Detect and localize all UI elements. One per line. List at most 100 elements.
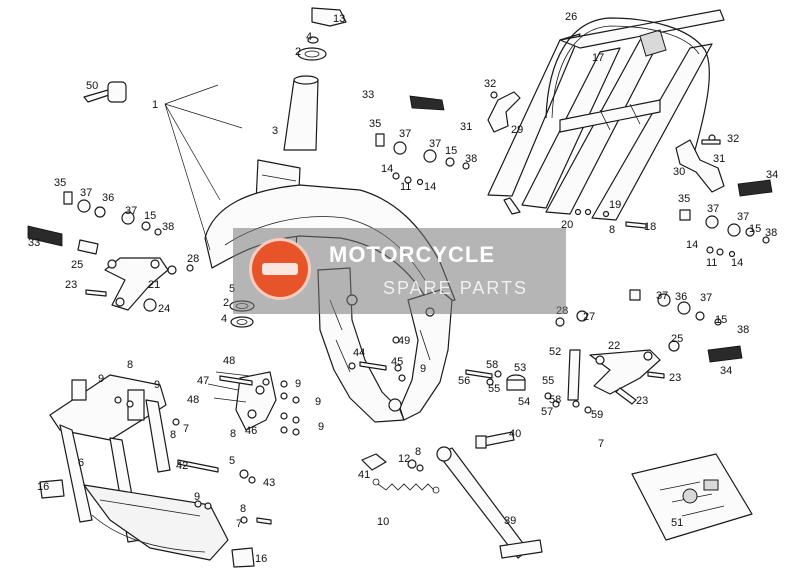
callout-32: 32 xyxy=(727,133,739,145)
callout-31: 31 xyxy=(713,153,725,165)
callout-10: 10 xyxy=(377,516,389,528)
callout-14: 14 xyxy=(731,257,743,269)
callout-39: 39 xyxy=(504,515,516,527)
callout-55: 55 xyxy=(542,375,554,387)
callout-13: 13 xyxy=(333,13,345,25)
callout-26: 26 xyxy=(565,11,577,23)
callout-24: 24 xyxy=(158,303,170,315)
callout-33: 33 xyxy=(362,89,374,101)
rubber-blocks-16 xyxy=(39,479,255,568)
callout-5: 5 xyxy=(229,455,235,467)
callout-45: 45 xyxy=(391,356,403,368)
callout-58: 58 xyxy=(486,359,498,371)
callout-33: 33 xyxy=(28,237,40,249)
callout-16: 16 xyxy=(255,553,267,565)
callout-labels: 1223445567778888889999999101111121314141… xyxy=(28,11,778,565)
callout-25: 25 xyxy=(71,259,83,271)
callout-37: 37 xyxy=(80,187,92,199)
callout-4: 4 xyxy=(306,31,312,43)
callout-42: 42 xyxy=(176,460,188,472)
callout-15: 15 xyxy=(749,223,761,235)
callout-21: 21 xyxy=(148,279,160,291)
callout-52: 52 xyxy=(549,346,561,358)
callout-18: 18 xyxy=(644,221,656,233)
callout-17: 17 xyxy=(592,52,604,64)
callout-37: 37 xyxy=(700,292,712,304)
callout-40: 40 xyxy=(509,428,521,440)
callout-37: 37 xyxy=(399,128,411,140)
rear-subframe xyxy=(487,9,725,221)
callout-23: 23 xyxy=(669,372,681,384)
footpeg-right-upper xyxy=(737,179,773,197)
footpeg-left xyxy=(27,225,63,247)
stand-pivot-bolt-40 xyxy=(475,431,515,449)
callout-37: 37 xyxy=(656,290,668,302)
callout-25: 25 xyxy=(671,333,683,345)
callout-49: 49 xyxy=(398,335,410,347)
callout-9: 9 xyxy=(194,491,200,503)
callout-2: 2 xyxy=(223,297,229,309)
callout-37: 37 xyxy=(737,211,749,223)
callout-9: 9 xyxy=(98,373,104,385)
callout-37: 37 xyxy=(429,138,441,150)
callout-8: 8 xyxy=(127,359,133,371)
footpeg-right-lower xyxy=(707,345,743,363)
callout-9: 9 xyxy=(154,379,160,391)
callout-6: 6 xyxy=(78,457,84,469)
callout-16: 16 xyxy=(37,481,49,493)
steering-tube-3 xyxy=(283,79,319,151)
callout-23: 23 xyxy=(65,279,77,291)
rear-bracket-left xyxy=(487,91,521,133)
callout-38: 38 xyxy=(765,227,777,239)
callout-29: 29 xyxy=(511,124,523,136)
callout-35: 35 xyxy=(369,118,381,130)
callout-19: 19 xyxy=(609,199,621,211)
callout-48: 48 xyxy=(187,394,199,406)
main-frame xyxy=(204,159,456,423)
footpeg-upper-left xyxy=(409,95,445,111)
hardware-bag xyxy=(631,453,753,541)
watermark-logo xyxy=(249,238,311,300)
callout-9: 9 xyxy=(315,396,321,408)
callout-8: 8 xyxy=(609,224,615,236)
callout-11: 11 xyxy=(706,257,717,269)
callout-15: 15 xyxy=(715,314,727,326)
callout-23: 23 xyxy=(636,395,648,407)
callout-15: 15 xyxy=(144,210,156,222)
leaders-label-1 xyxy=(164,84,243,251)
right-footpeg-bracket xyxy=(567,349,661,401)
callout-35: 35 xyxy=(678,193,690,205)
callout-56: 56 xyxy=(458,375,470,387)
callout-22: 22 xyxy=(608,340,620,352)
callout-36: 36 xyxy=(675,291,687,303)
stand-spring xyxy=(372,478,440,494)
callout-1: 1 xyxy=(152,99,158,111)
callout-53: 53 xyxy=(514,362,526,374)
callout-31: 31 xyxy=(460,121,472,133)
callout-27: 27 xyxy=(583,311,595,323)
callout-12: 12 xyxy=(398,453,410,465)
callout-38: 38 xyxy=(162,221,174,233)
callout-9: 9 xyxy=(420,363,426,375)
callout-37: 37 xyxy=(707,203,719,215)
watermark-title: MOTORCYCLE xyxy=(329,242,496,267)
watermark-banner: MOTORCYCLE SPARE PARTS xyxy=(233,228,566,314)
callout-9: 9 xyxy=(295,378,301,390)
callout-28: 28 xyxy=(187,253,199,265)
callout-37: 37 xyxy=(125,205,137,217)
callout-14: 14 xyxy=(424,181,436,193)
callout-57: 57 xyxy=(541,406,553,418)
ignition-key xyxy=(83,81,127,103)
side-stand xyxy=(436,446,543,559)
callout-43: 43 xyxy=(263,477,275,489)
callout-38: 38 xyxy=(737,324,749,336)
callout-2: 2 xyxy=(295,46,301,58)
bearing-ring-2 xyxy=(297,47,327,61)
callout-47: 47 xyxy=(197,375,209,387)
callout-34: 34 xyxy=(720,365,732,377)
callout-14: 14 xyxy=(381,163,393,175)
callout-58: 58 xyxy=(549,394,561,406)
callout-7: 7 xyxy=(183,423,189,435)
callout-8: 8 xyxy=(170,429,176,441)
